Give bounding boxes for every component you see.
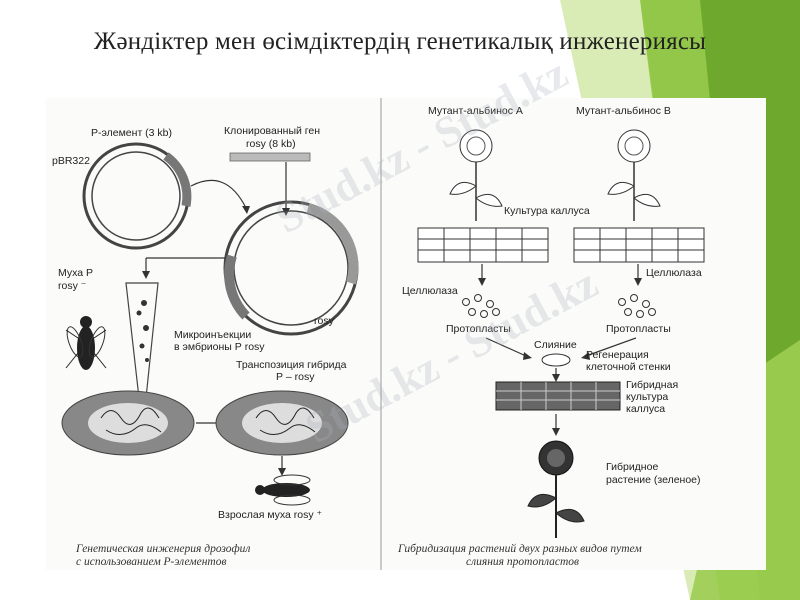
callus-culture-label: Культура каллуса [504, 205, 590, 217]
fly-label-1: Муха Р [58, 267, 93, 279]
p-element-segment [163, 152, 192, 207]
right-caption-2: слияния протопластов [466, 556, 579, 568]
hybrid-callus-label-1: Гибридная [626, 379, 678, 391]
p-element-label: Р-элемент (3 kb) [91, 127, 172, 139]
cloned-gene-label-1: Клонированный ген [224, 125, 320, 137]
left-caption-2: с использованием Р-элементов [76, 556, 226, 568]
left-caption-1: Генетическая инженерия дрозофил [75, 543, 250, 555]
fly-icon [65, 316, 107, 370]
adult-fly-label: Взрослая муха rosy ⁺ [218, 509, 323, 521]
rosy-gene-fragment [229, 152, 311, 162]
callus-block-a [417, 227, 549, 263]
protoplasts-left-label: Протопласты [446, 323, 511, 335]
regeneration-label-1: Регенерация [586, 349, 649, 361]
slide-title: Жәндіктер мен өсімдіктердің генетикалық … [93, 28, 707, 55]
callus-block-b [573, 227, 705, 263]
fly-label-2: rosy ⁻ [58, 280, 87, 292]
cellulase-left-label: Целлюлаза [402, 285, 458, 297]
protoplasts-right-label: Протопласты [606, 323, 671, 335]
flower-a-icon [449, 129, 503, 221]
microinjection-label-2: в эмбрионы Р rosy [174, 341, 265, 353]
dna-fragments [136, 300, 149, 362]
pbr322-label: pBR322 [52, 155, 90, 167]
protoplasts-right [618, 294, 656, 318]
mutant-a-label: Мутант-альбинос А [428, 105, 523, 117]
hybrid-callus-block [495, 381, 621, 411]
flower-b-icon [607, 129, 661, 221]
rosy-label: rosy [314, 315, 335, 327]
scanned-figure: Р-элемент (3 kb) pBR322 Клонированный ге… [46, 98, 766, 570]
mutant-b-label: Мутант-альбинос В [576, 105, 671, 117]
hybrid-plant-label-1: Гибридное [606, 461, 658, 473]
adult-fly-icon [255, 474, 311, 506]
fusion-label: Слияние [534, 339, 577, 351]
right-panel: Мутант-альбинос А Мутант-альбинос В Куль… [397, 105, 705, 568]
hybrid-plant-label-2: растение (зеленое) [606, 474, 701, 486]
cloned-gene-label-2: rosy (8 kb) [246, 138, 296, 150]
hybrid-plant-icon [527, 440, 585, 538]
cellulase-right-label: Целлюлаза [646, 267, 702, 279]
left-panel: Р-элемент (3 kb) pBR322 Клонированный ге… [52, 125, 359, 568]
fused-protoplast [541, 353, 571, 367]
right-caption-1: Гибридизация растений двух разных видов … [397, 542, 642, 555]
microinjection-label-1: Микроинъекции [174, 329, 251, 341]
hybrid-callus-label-2: культура [626, 391, 668, 403]
transposition-label-1: Транспозиция гибрида [236, 359, 347, 371]
protoplasts-left [462, 294, 500, 318]
transposition-label-2: Р – rosy [276, 371, 315, 383]
regeneration-label-2: клеточной стенки [586, 361, 671, 373]
hybrid-callus-label-3: каллуса [626, 403, 665, 415]
